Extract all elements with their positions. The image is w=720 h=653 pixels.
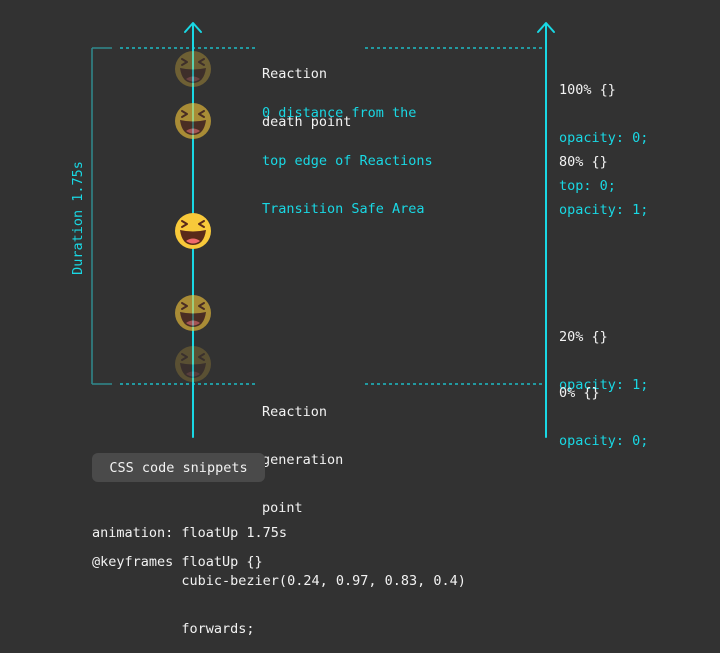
keyframe-100-selector: 100% {} xyxy=(559,82,616,98)
zero-distance-note: 0 distance from the top edge of Reaction… xyxy=(262,73,433,233)
generation-point-line-2: generation xyxy=(262,452,344,468)
generation-point-line-1: Reaction xyxy=(262,404,328,420)
keyframe-100-opacity: opacity: 0; xyxy=(559,130,649,146)
keyframe-20-opacity: opacity: 1; xyxy=(559,377,649,393)
laughing-emoji-icon xyxy=(175,51,211,87)
animation-code-block: animation: floatUp 1.75s cubic-bezier(0.… xyxy=(92,493,466,653)
keyframe-80-selector: 80% {} xyxy=(559,154,608,170)
death-point-line-1: Reaction xyxy=(262,66,328,82)
css-snippets-tag: CSS code snippets xyxy=(92,453,265,482)
keyframe-100-top: top: 0; xyxy=(559,178,616,194)
laughing-emoji-icon xyxy=(175,103,211,139)
laughing-emoji-icon xyxy=(175,295,211,331)
laughing-emoji-icon xyxy=(175,213,211,249)
duration-bracket xyxy=(91,47,112,385)
animation-diagram xyxy=(91,22,555,438)
keyframe-0: 0% {} opacity: 0; xyxy=(559,353,648,465)
death-point-label: Reaction death point xyxy=(262,34,351,146)
timeline-arrow xyxy=(537,22,555,438)
code-line-3: forwards; xyxy=(92,621,255,637)
keyframe-100: 100% {} opacity: 0; top: 0; xyxy=(559,50,648,210)
keyframe-20-selector: 20% {} xyxy=(559,329,608,345)
reaction-emojis xyxy=(175,51,211,382)
keyframe-0-opacity: opacity: 0; xyxy=(559,433,649,449)
keyframes-code-line: @keyframes floatUp {} xyxy=(92,554,263,570)
zero-distance-line-3: Transition Safe Area xyxy=(262,201,425,217)
duration-label: Duration 1.75s xyxy=(70,161,86,275)
keyframe-80: 80% {} opacity: 1; xyxy=(559,122,648,234)
code-line-2: cubic-bezier(0.24, 0.97, 0.83, 0.4) xyxy=(92,573,466,589)
keyframe-20: 20% {} opacity: 1; xyxy=(559,297,648,409)
zero-distance-line-2: top edge of Reactions xyxy=(262,153,433,169)
keyframe-0-selector: 0% {} xyxy=(559,385,600,401)
generation-point-label: Reaction generation point xyxy=(262,372,343,532)
generation-point-line-3: point xyxy=(262,500,303,516)
code-line-1: animation: floatUp 1.75s xyxy=(92,525,288,541)
zero-distance-line-1: 0 distance from the xyxy=(262,105,417,121)
death-point-line-2: death point xyxy=(262,114,352,130)
laughing-emoji-icon xyxy=(175,346,211,382)
keyframe-80-opacity: opacity: 1; xyxy=(559,202,649,218)
